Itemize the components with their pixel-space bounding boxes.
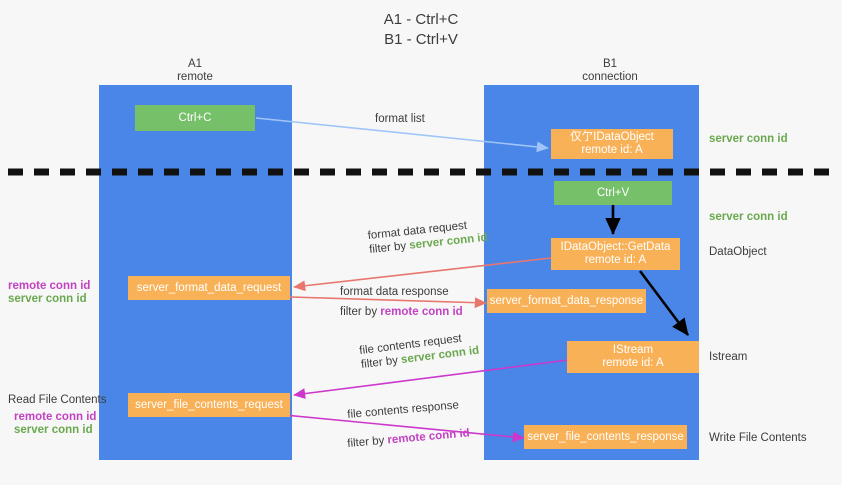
- box-server-file-contents-response[interactable]: server_file_contents_response: [524, 425, 687, 449]
- label-format-data-response-group: format data response: [340, 285, 449, 299]
- box-idataobject-getdata[interactable]: IDataObject::GetData remote id: A: [551, 238, 680, 270]
- label-file-contents-response-filter: filter by remote conn id: [347, 426, 470, 451]
- box-server-file-contents-request[interactable]: server_file_contents_request: [128, 393, 290, 417]
- filter-by-text-2: filter by: [340, 306, 378, 318]
- remote-conn-id-inline-2: remote conn id: [386, 427, 471, 447]
- lane-header-a1: A1 remote: [130, 58, 260, 84]
- box-idataobject-create-line2: remote id: A: [581, 144, 643, 156]
- box-ctrl-v-line1: Ctrl+V: [596, 186, 630, 199]
- box-server-file-contents-response-label: server_file_contents_response: [527, 430, 684, 443]
- annotation-write-file-contents: Write File Contents: [709, 432, 807, 444]
- box-ctrl-c-line1: Ctrl+C: [178, 111, 212, 124]
- annotation-server-conn-id-bottom: server conn id: [14, 424, 93, 436]
- annotation-dataobject: DataObject: [709, 246, 767, 258]
- box-server-format-data-response[interactable]: server_format_data_response: [487, 289, 646, 313]
- annotation-remote-conn-id-middle: remote conn id: [8, 280, 91, 292]
- annotation-server-conn-id-middle: server conn id: [8, 293, 87, 305]
- label-format-list: format list: [375, 113, 425, 125]
- title-line-2: B1 - Ctrl+V: [384, 31, 458, 48]
- annotation-server-conn-id-second: server conn id: [709, 211, 788, 223]
- label-file-contents-request-group: file contents request filter by server c…: [359, 330, 480, 372]
- lane-header-b1: B1 connection: [545, 58, 675, 84]
- box-server-file-contents-request-label: server_file_contents_request: [135, 398, 283, 411]
- annotation-server-conn-id-top: server conn id: [709, 133, 788, 145]
- label-format-data-request-group: format data request filter by server con…: [367, 217, 488, 257]
- box-server-format-data-response-label: server_format_data_response: [489, 294, 644, 307]
- box-istream-line1: IStream: [612, 344, 654, 356]
- box-idataobject-getdata-line2: remote id: A: [584, 254, 647, 266]
- lane-header-b1-subtitle: connection: [582, 71, 638, 83]
- filter-by-text-3: filter by: [360, 354, 399, 372]
- lane-header-a1-subtitle: remote: [177, 71, 213, 83]
- filter-by-text-4: filter by: [346, 434, 385, 451]
- box-ctrl-c[interactable]: Ctrl+C: [135, 105, 255, 131]
- annotation-remote-conn-id-bottom: remote conn id: [14, 411, 97, 423]
- title-line-1: A1 - Ctrl+C: [383, 11, 459, 28]
- lane-header-a1-title: A1: [187, 58, 203, 70]
- label-format-data-response-filter: filter by remote conn id: [340, 305, 463, 319]
- box-ctrl-v[interactable]: Ctrl+V: [554, 181, 672, 205]
- annotation-istream: Istream: [709, 351, 748, 363]
- box-idataobject-create-line1: 仅亇IDataObject: [570, 131, 654, 143]
- box-istream[interactable]: IStream remote id: A: [567, 341, 699, 373]
- box-server-format-data-request[interactable]: server_format_data_request: [128, 276, 290, 300]
- annotation-read-file-contents: Read File Contents: [8, 394, 107, 406]
- remote-conn-id-inline-1: remote conn id: [380, 306, 463, 318]
- label-format-data-response: format data response: [340, 286, 449, 298]
- label-file-contents-response-group: file contents response: [347, 398, 460, 422]
- lane-header-b1-title: B1: [602, 58, 618, 70]
- box-idataobject-getdata-line1: IDataObject::GetData: [560, 241, 671, 253]
- box-istream-line2: remote id: A: [602, 357, 664, 369]
- label-file-contents-response: file contents response: [346, 399, 460, 422]
- box-server-format-data-request-label: server_format_data_request: [136, 281, 282, 294]
- filter-by-text-1: filter by: [368, 240, 407, 257]
- box-idataobject-create[interactable]: 仅亇IDataObject remote id: A: [551, 129, 673, 159]
- page-title: A1 - Ctrl+C B1 - Ctrl+V: [0, 10, 842, 50]
